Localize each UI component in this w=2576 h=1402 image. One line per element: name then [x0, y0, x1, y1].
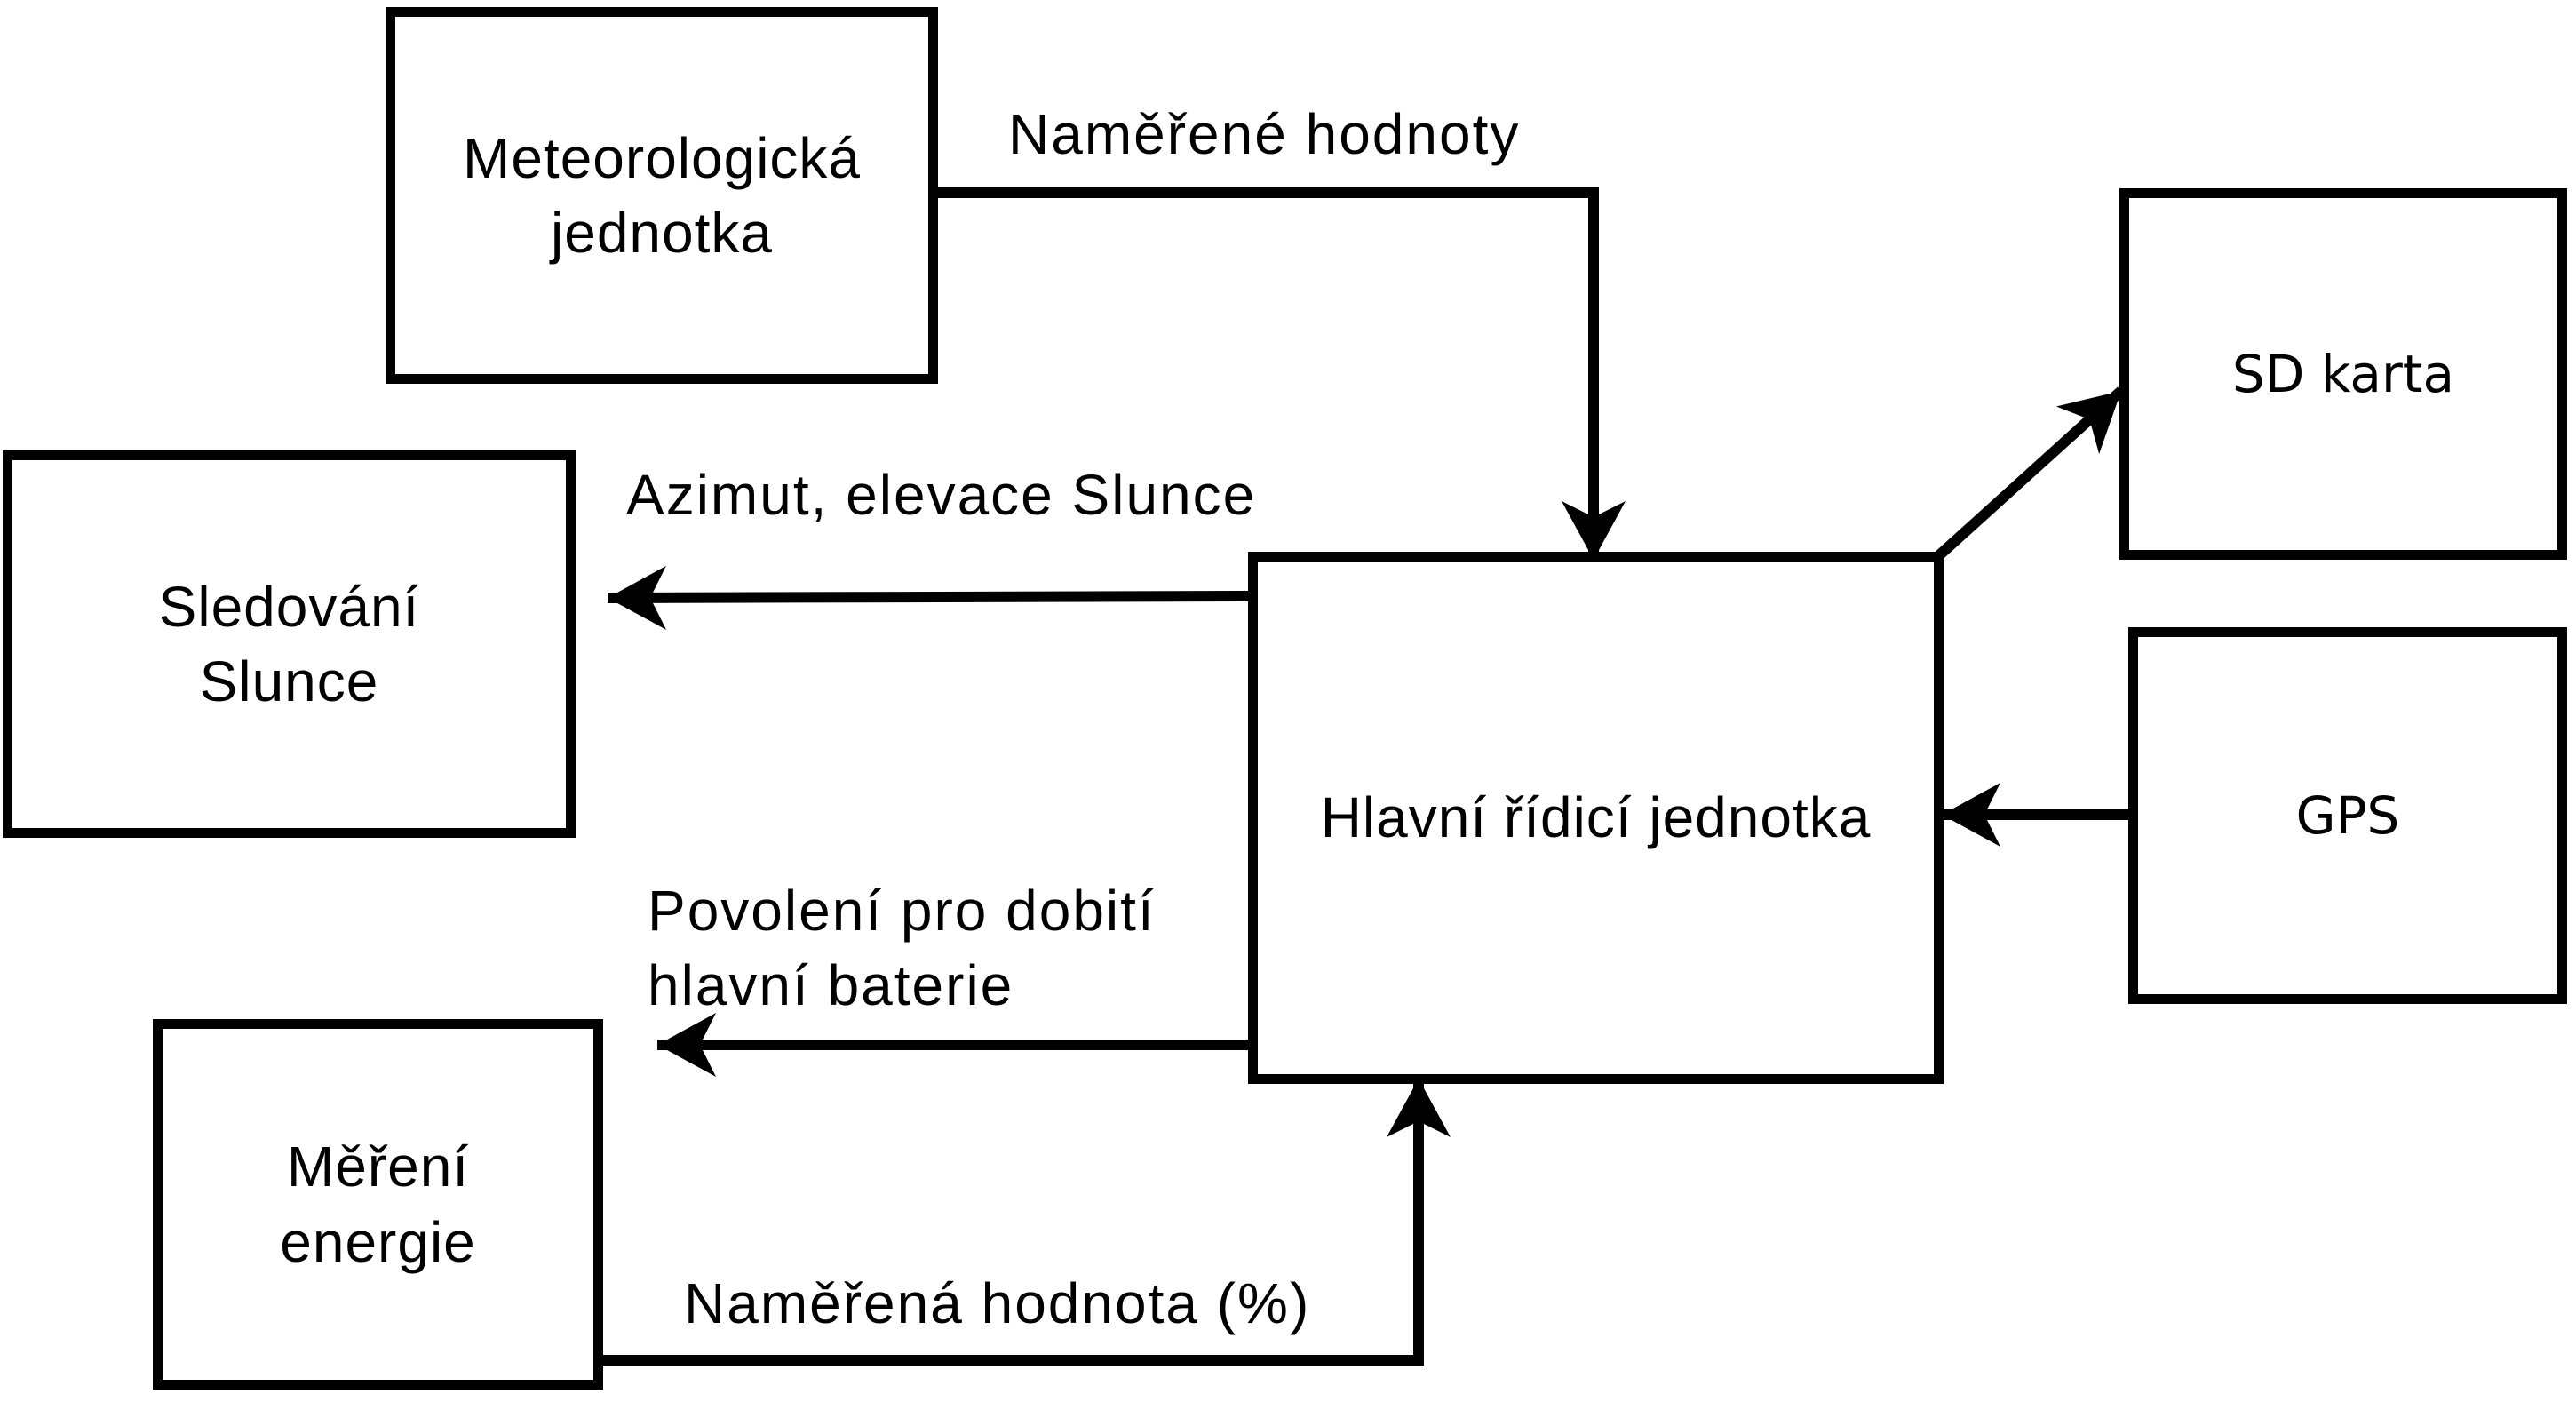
edge-label-namerena-hodnota: Naměřená hodnota (%) [684, 1271, 1311, 1335]
node-label-line: SD karta [2231, 343, 2455, 404]
node-sledovani-slunce: Sledování Slunce [3, 450, 576, 838]
node-hlavni-ridici-jednotka: Hlavní řídicí jednotka [1248, 552, 1944, 1084]
node-label-line: energie [280, 1209, 476, 1274]
node-label-sledovani-slunce: Sledování Slunce [159, 570, 420, 720]
node-label-sd-karta: SD karta [2232, 340, 2454, 409]
arrow-mereni-to-hlavni [597, 1079, 1451, 1366]
node-label-line: jednotka [551, 201, 773, 265]
node-mereni-energie: Měření energie [153, 1019, 603, 1390]
arrow-hlavni-to-sledovani [607, 565, 1253, 630]
edge-label-line: hlavní baterie [648, 952, 1014, 1017]
node-label-line: Měření [286, 1135, 470, 1199]
edge-label-azimut-elevace-slunce: Azimut, elevace Slunce [626, 463, 1257, 527]
arrow-hlavni-to-sd [1934, 386, 2126, 561]
edge-label-povoleni-pro-dobiti: Povolení pro dobití hlavní baterie [648, 874, 1156, 1024]
arrow-meteo-to-hlavni [929, 187, 1626, 560]
edge-label-line: Povolení pro dobití [648, 879, 1156, 943]
node-label-line: GPS [2295, 785, 2400, 846]
node-label-line: Hlavní řídicí jednotka [1320, 785, 1872, 850]
node-label-meteorologicka-jednotka: Meteorologická jednotka [463, 121, 861, 271]
node-label-line: Slunce [199, 649, 379, 713]
node-label-gps: GPS [2296, 782, 2400, 850]
node-meteorologicka-jednotka: Meteorologická jednotka [386, 7, 938, 384]
node-label-mereni-energie: Měření energie [280, 1129, 476, 1279]
node-label-hlavni-ridici-jednotka: Hlavní řídicí jednotka [1321, 780, 1872, 855]
node-gps: GPS [2128, 627, 2567, 1004]
node-sd-karta: SD karta [2119, 188, 2567, 560]
node-label-line: Sledování [158, 574, 420, 639]
node-label-line: Meteorologická [463, 125, 861, 190]
edge-label-namerene-hodnoty: Naměřené hodnoty [1008, 102, 1521, 166]
